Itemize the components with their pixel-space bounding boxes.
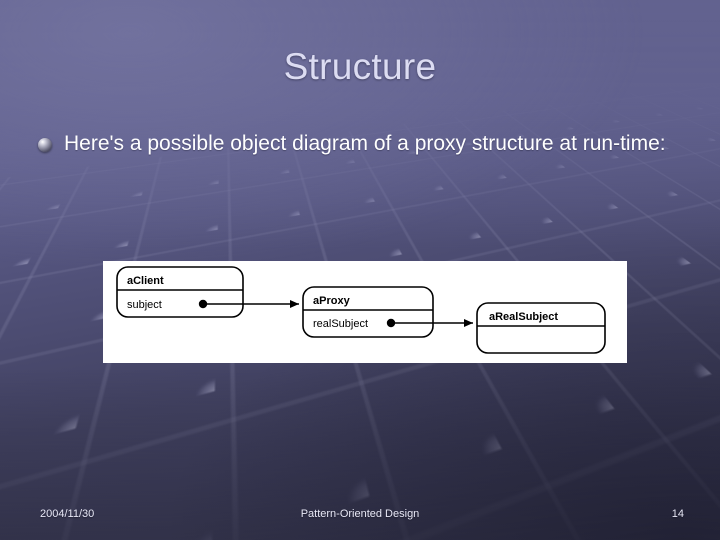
- object-diagram-svg: aClient subject aProxy realSubject: [116, 266, 606, 354]
- realsubject-box: [476, 302, 606, 354]
- object-diagram-panel: aClient subject aProxy realSubject: [103, 261, 627, 363]
- realsubject-name-label: aRealSubject: [489, 311, 558, 323]
- sphere-bullet-icon: [38, 138, 52, 152]
- proxy-attribute-label: realSubject: [313, 318, 368, 330]
- footer-page-number: 14: [671, 508, 684, 520]
- footer-date: 2004/11/30: [40, 508, 95, 520]
- bullet-item-text: Here's a possible object diagram of a pr…: [64, 132, 666, 155]
- client-name-label: aClient: [127, 275, 164, 287]
- slide-footer: 2004/11/30 Pattern-Oriented Design 14: [0, 508, 720, 526]
- bullet-item: Here's a possible object diagram of a pr…: [38, 130, 678, 158]
- proxy-box: [302, 286, 434, 338]
- object-node-realsubject[interactable]: aRealSubject: [476, 302, 606, 354]
- object-node-client[interactable]: aClient subject: [116, 266, 244, 318]
- slide-title: Structure: [283, 46, 437, 87]
- proxy-name-label: aProxy: [313, 295, 351, 307]
- slide-body: Here's a possible object diagram of a pr…: [38, 130, 678, 158]
- object-node-proxy[interactable]: aProxy realSubject: [302, 286, 434, 338]
- client-attribute-label: subject: [127, 299, 162, 311]
- footer-title: Pattern-Oriented Design: [300, 508, 420, 520]
